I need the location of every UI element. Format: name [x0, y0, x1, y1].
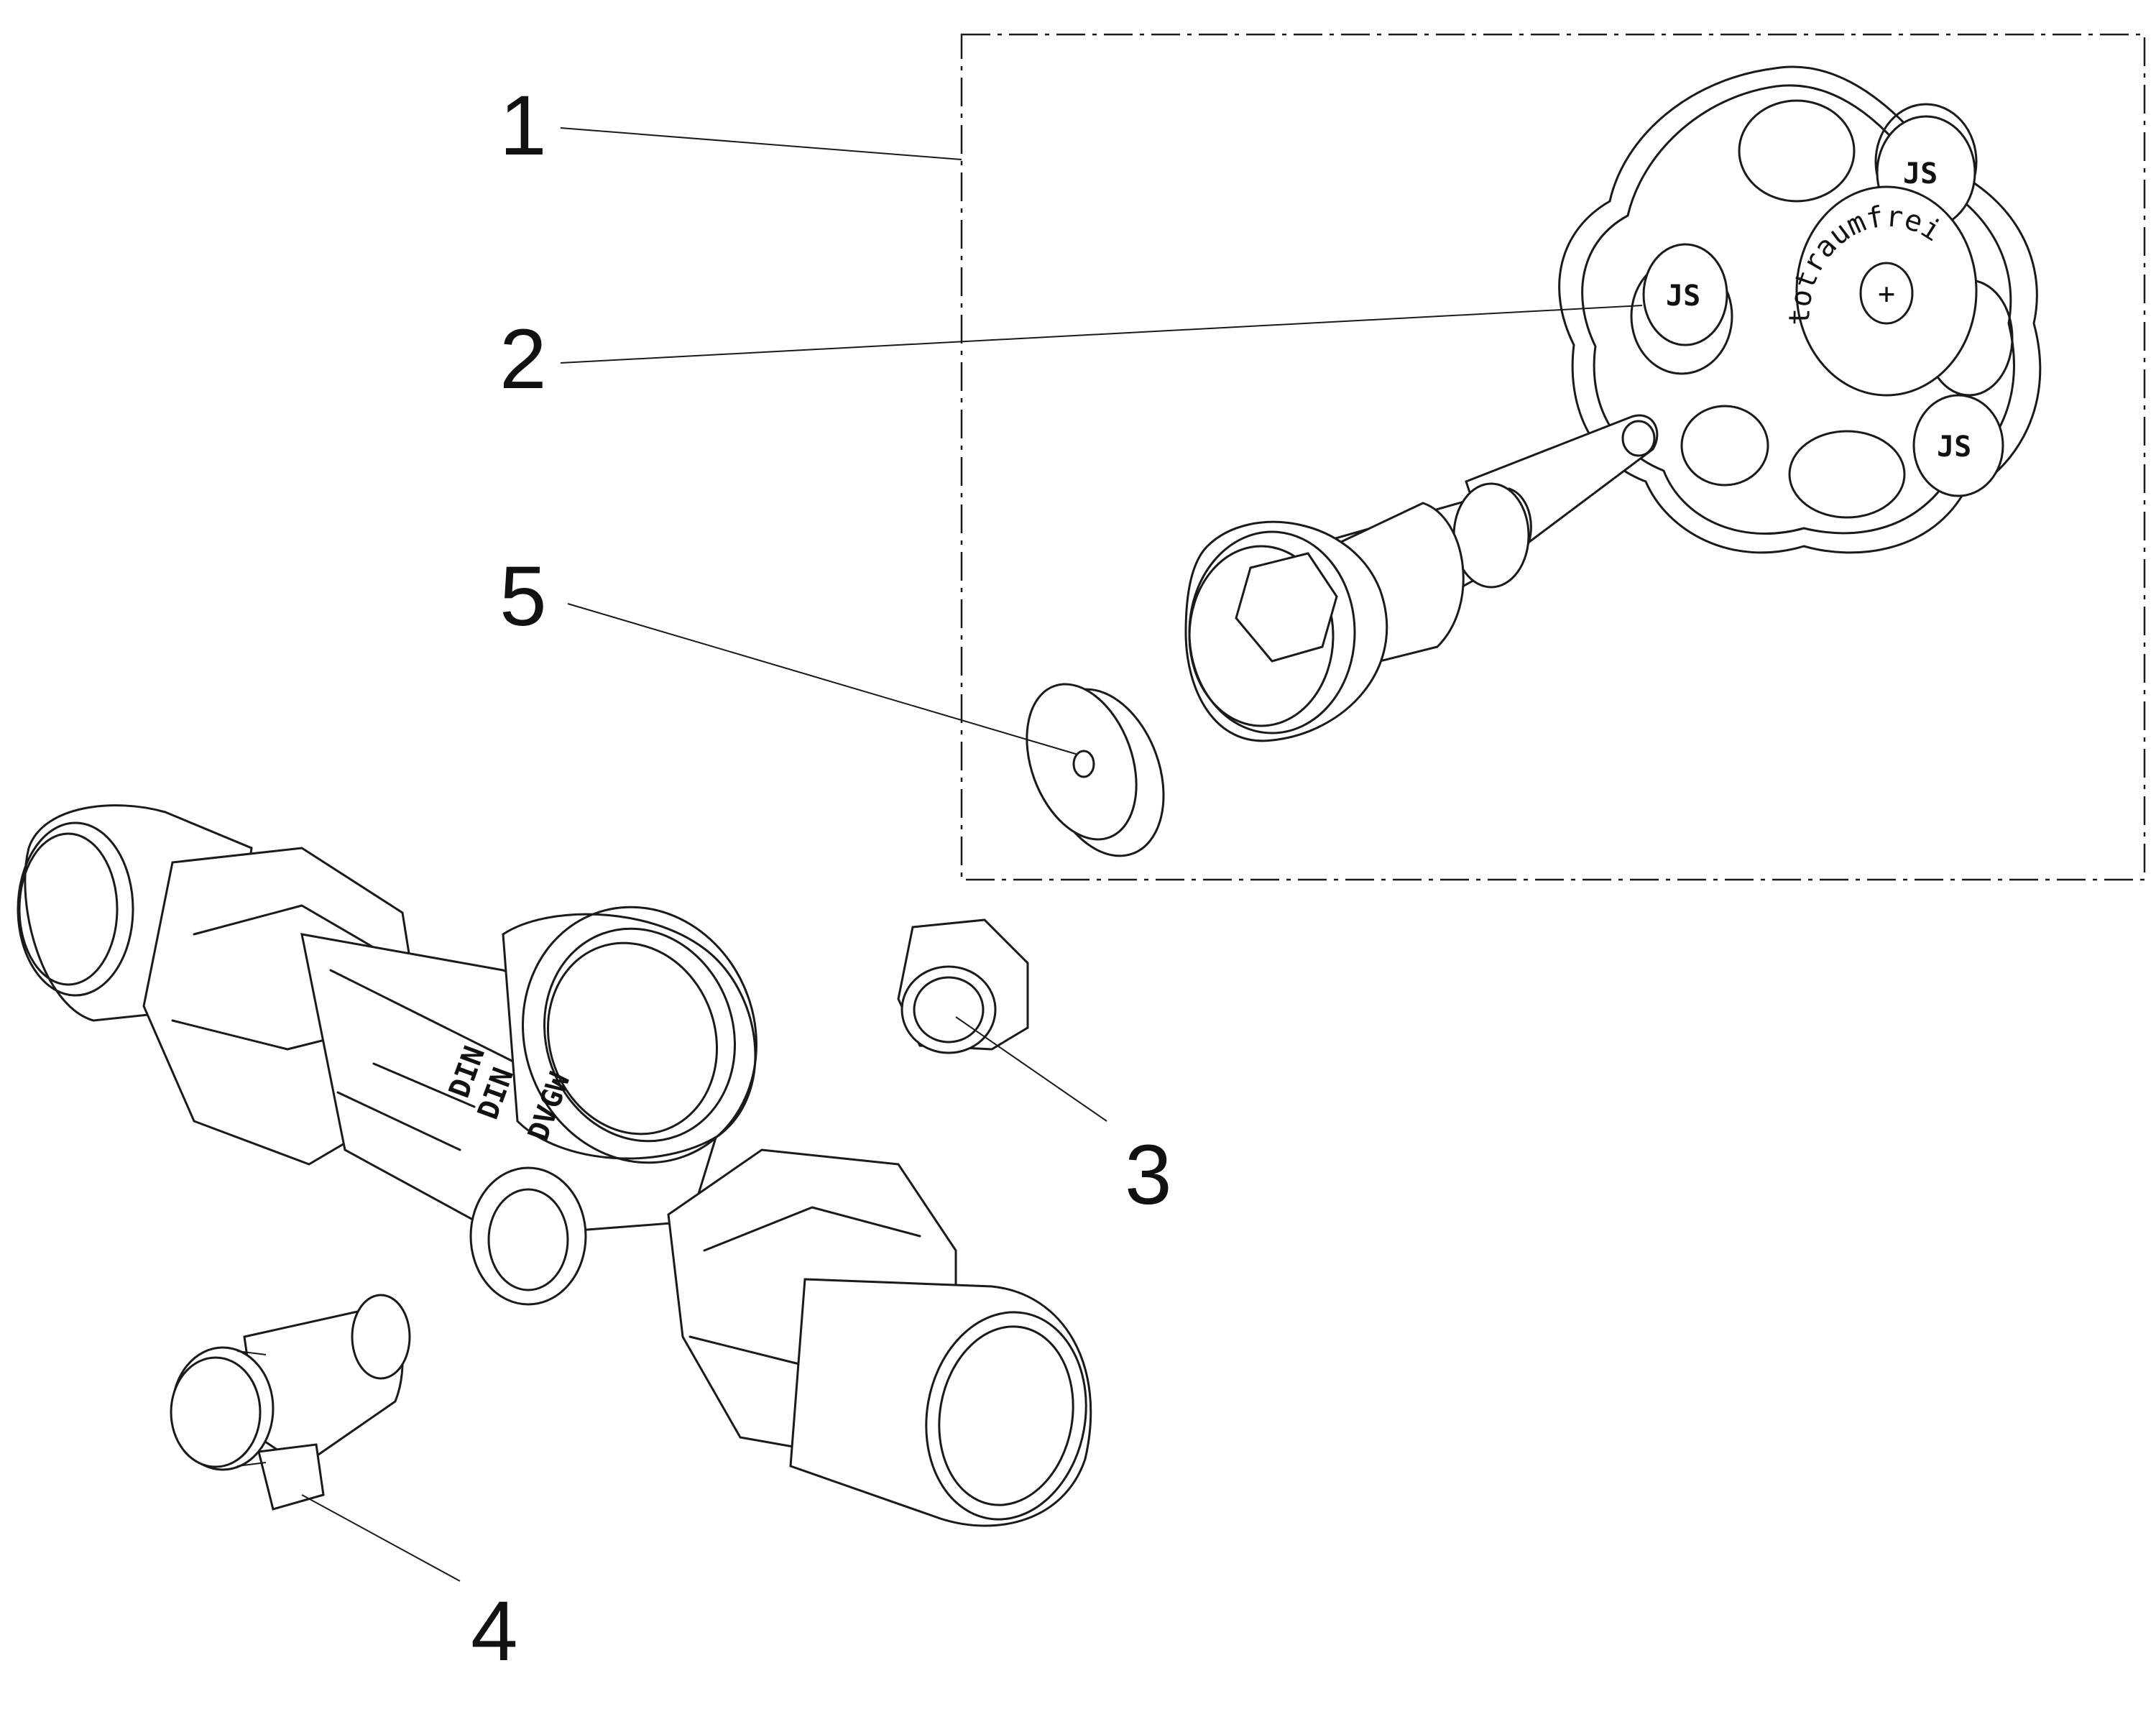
- handwheel: JS JS JS + totraumfrei: [1558, 65, 2042, 554]
- logo-mark-bottom: JS: [1937, 430, 1971, 464]
- callout-5: 5: [499, 549, 547, 644]
- drain-fitting: [170, 1294, 411, 1511]
- logo-mark-top: JS: [1903, 157, 1938, 190]
- valve-body: DIN DIN DVGW: [17, 804, 1092, 1527]
- callout-3: 3: [1125, 1128, 1172, 1222]
- logo-mark-left: JS: [1666, 280, 1700, 313]
- leader-4: [301, 1494, 461, 1582]
- plug: [897, 918, 1029, 1054]
- assembly-group-frame: [960, 33, 2146, 881]
- hub-center-mark: +: [1878, 277, 1895, 310]
- leader-5: [567, 603, 1079, 755]
- valve-upper-part: [1184, 414, 1659, 742]
- callout-2: 2: [499, 312, 547, 407]
- leader-2: [560, 305, 1643, 364]
- callout-1: 1: [499, 78, 547, 173]
- washer: [1026, 683, 1165, 857]
- leader-1: [560, 127, 962, 160]
- leader-lines: [301, 127, 1643, 1582]
- leader-3: [955, 1016, 1107, 1122]
- callout-4: 4: [471, 1584, 518, 1679]
